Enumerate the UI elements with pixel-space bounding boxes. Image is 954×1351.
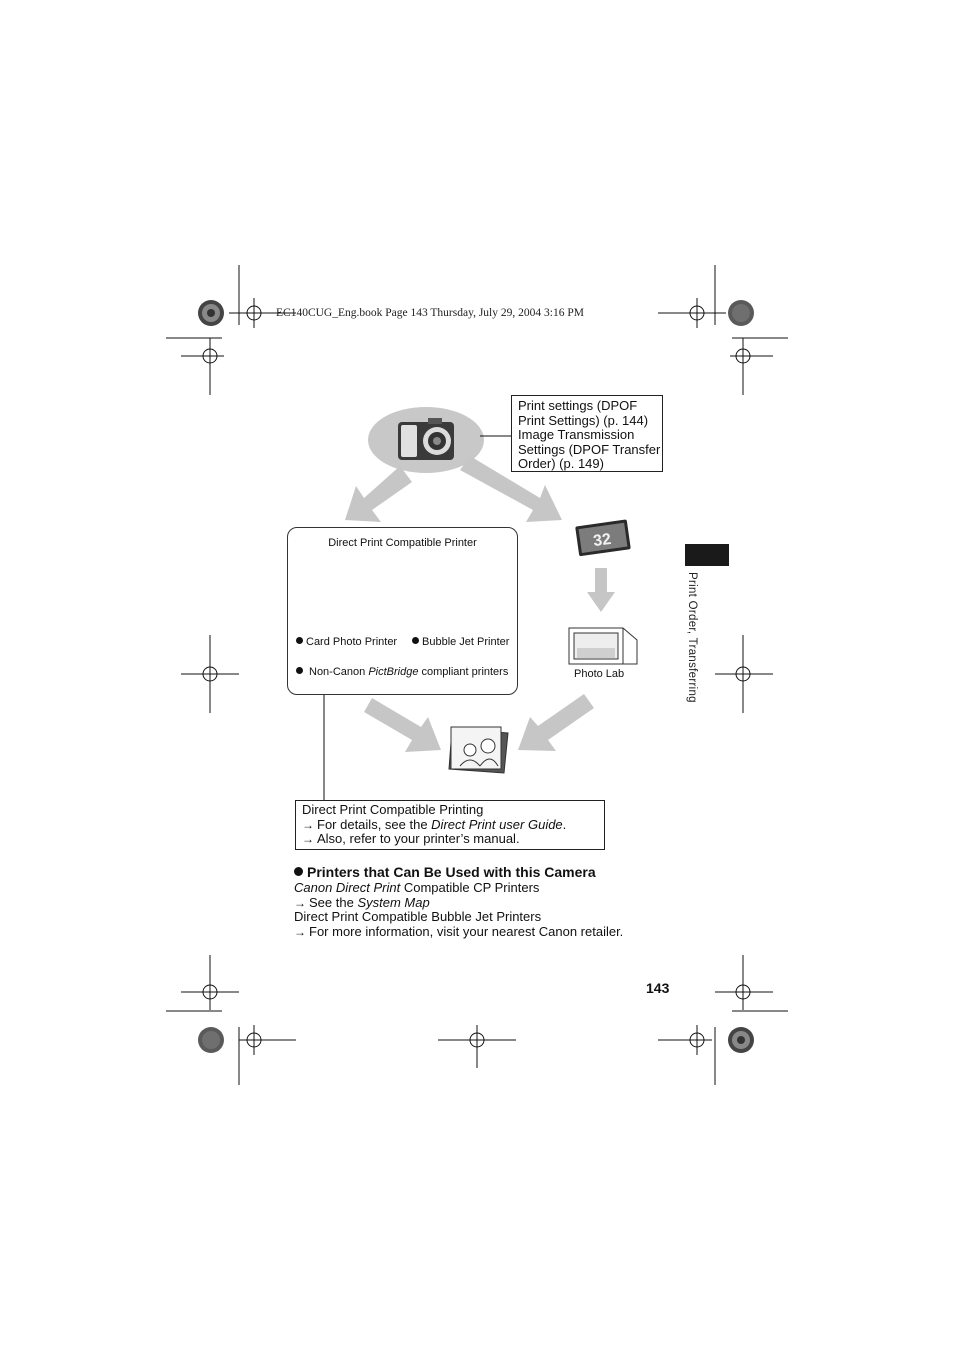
section-line: →For more information, visit your neares… (294, 925, 623, 940)
section-line: →See the System Map (294, 896, 623, 911)
direct-print-printing-box: Direct Print Compatible Printing →For de… (295, 800, 605, 850)
bullet-icon (412, 637, 419, 644)
page-number: 143 (646, 980, 669, 996)
svg-text:32: 32 (592, 531, 612, 550)
chapter-side-label: Print Order, Transferring (686, 572, 698, 703)
callout-line: Image Transmission (518, 428, 662, 443)
camera-icon (398, 418, 454, 460)
printer-box-title: Direct Print Compatible Printer (288, 537, 517, 549)
card-photo-printer-label: Card Photo Printer (296, 636, 397, 648)
section-line: Direct Print Compatible Bubble Jet Print… (294, 910, 623, 925)
photo-lab-icon (569, 628, 637, 664)
callout-line: Print Settings) (p. 144) (518, 414, 662, 429)
bullet-icon (296, 667, 303, 674)
file-header: EC140CUG_Eng.book Page 143 Thursday, Jul… (276, 307, 584, 319)
arrow-icon: → (302, 818, 314, 832)
printing-box-details: →For details, see the Direct Print user … (302, 818, 604, 833)
bullet-icon (296, 637, 303, 644)
bullet-icon (294, 867, 303, 876)
chapter-tab (685, 544, 729, 566)
arrow-icon: → (294, 925, 306, 939)
callout-line: Print settings (DPOF (518, 399, 662, 414)
arrow-icon: → (302, 832, 314, 846)
memory-card-icon: 32 (575, 519, 631, 556)
printing-box-manual: →Also, refer to your printer’s manual. (302, 832, 604, 847)
printing-box-title: Direct Print Compatible Printing (302, 803, 604, 818)
photo-lab-label: Photo Lab (574, 668, 624, 680)
callout-line: Order) (p. 149) (518, 457, 662, 472)
callout-line: Settings (DPOF Transfer (518, 443, 662, 458)
printers-section: Printers that Can Be Used with this Came… (294, 864, 623, 939)
printed-photo-icon (449, 727, 508, 773)
non-canon-printer-label: Non-Canon PictBridge compliant printers (296, 666, 508, 678)
arrow-icon: → (294, 896, 306, 910)
direct-print-printer-box: Direct Print Compatible Printer Card Pho… (287, 527, 518, 695)
bubble-jet-printer-label: Bubble Jet Printer (412, 636, 509, 648)
section-line: Canon Direct Print Compatible CP Printer… (294, 881, 623, 896)
section-heading: Printers that Can Be Used with this Came… (294, 864, 623, 880)
print-settings-callout: Print settings (DPOF Print Settings) (p.… (511, 395, 663, 472)
